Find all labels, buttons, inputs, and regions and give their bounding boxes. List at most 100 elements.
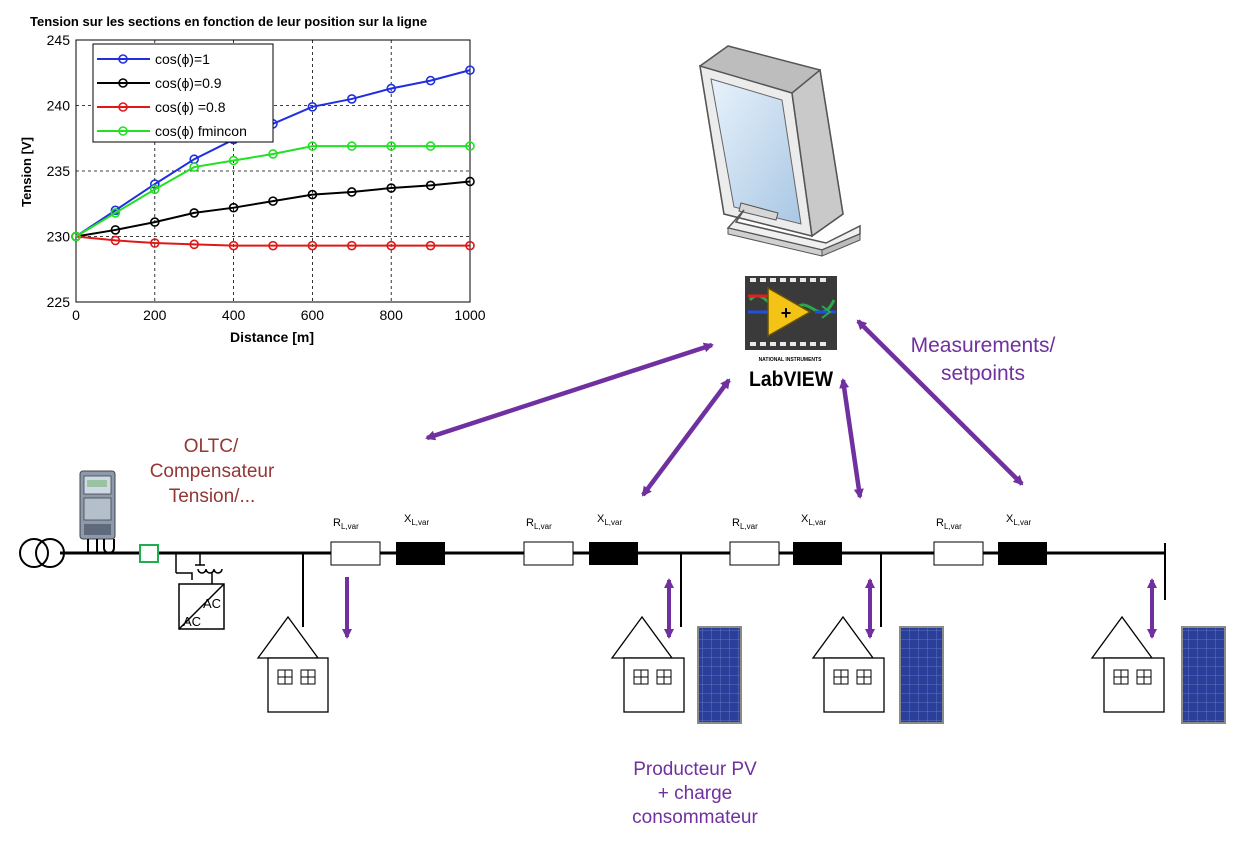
data-point: [228, 202, 239, 213]
arrow-to-node-3: [839, 378, 864, 499]
oltc-label: OLTC/ Compensateur Tension/...: [150, 436, 275, 507]
legend-label: cos(ϕ)=1: [155, 51, 210, 67]
houses: [256, 615, 1165, 713]
arrow-to-node-2: [641, 378, 731, 497]
data-point: [189, 208, 199, 218]
data-point: [346, 240, 357, 251]
data-point: [268, 149, 278, 159]
resistor-label: RL,var: [732, 517, 758, 531]
local-arrows: [342, 577, 1157, 639]
svg-text:Tension/...: Tension/...: [169, 486, 256, 507]
legend-swatch-marker: [118, 54, 128, 64]
monitor-icon: [699, 45, 861, 257]
data-point: [228, 155, 239, 166]
series-line: [75, 235, 470, 247]
labview-text: LabVIEW: [749, 368, 833, 391]
ac-bottom-label: AC: [183, 614, 201, 629]
resistor-block: [330, 541, 381, 566]
resistor-block: [933, 541, 984, 566]
reactance-block: [793, 542, 842, 565]
y-tick-label: 230: [47, 229, 71, 245]
data-point: [268, 240, 278, 251]
measurements-label: Measurements/ setpoints: [911, 334, 1056, 385]
data-point: [307, 240, 318, 251]
ac-top-label: AC: [203, 596, 221, 611]
plus-glyph: +: [781, 303, 792, 323]
svg-text:consommateur: consommateur: [632, 807, 758, 828]
svg-text:+ charge: + charge: [658, 783, 732, 804]
data-point: [465, 176, 475, 187]
data-point: [346, 141, 357, 151]
pv-panel-icon: [1181, 626, 1226, 724]
data-point: [307, 102, 318, 112]
chart-legend: cos(ϕ)=1 cos(ϕ)=0.9 cos(ϕ) =0.8 cos(ϕ) fmin…: [92, 43, 274, 143]
transformer-icon: [19, 538, 65, 568]
data-point: [386, 141, 397, 151]
legend-swatch-marker: [118, 102, 128, 112]
house-icon: [256, 615, 329, 713]
data-point: [71, 231, 81, 242]
compensator-icon: [175, 553, 225, 630]
y-tick-label: 235: [47, 163, 71, 179]
reactance-label: XL,var: [1006, 513, 1031, 527]
series-line: [75, 145, 470, 238]
data-point: [228, 240, 239, 251]
data-point: [307, 141, 318, 151]
data-point: [425, 240, 436, 251]
data-point: [465, 65, 475, 75]
resistor-label: RL,var: [333, 517, 359, 531]
reactance-block: [998, 542, 1047, 565]
data-point: [425, 180, 436, 191]
data-point: [346, 187, 357, 197]
oltc-box: [139, 544, 159, 563]
x-tick-label: 1000: [454, 307, 485, 323]
communication-arrows: [425, 319, 1024, 499]
data-point: [189, 239, 199, 250]
arrow-to-node-4: [856, 319, 1024, 486]
svg-text:Producteur PV: Producteur PV: [633, 759, 757, 780]
data-point: [465, 240, 475, 251]
legend-label: cos(ϕ) =0.8: [155, 99, 226, 115]
data-point: [386, 183, 397, 193]
pv-panels: [697, 626, 1226, 724]
reactance-label: XL,var: [597, 513, 622, 527]
resistor-label: RL,var: [526, 517, 552, 531]
legend-label: cos(ϕ) fmincon: [155, 123, 247, 139]
data-point: [307, 189, 318, 200]
meter-connection: [87, 539, 115, 554]
pv-panel-icon: [697, 626, 742, 724]
data-point: [110, 235, 121, 246]
data-point: [268, 196, 278, 206]
data-point: [150, 179, 160, 189]
voltage-chart: Tension sur les sections en fonction de …: [19, 14, 486, 345]
legend-label: cos(ϕ)=0.9: [155, 75, 222, 91]
x-tick-label: 600: [301, 307, 325, 323]
arrow-to-oltc: [425, 342, 714, 441]
house-icon: [811, 615, 885, 713]
resistor-block: [729, 541, 780, 566]
data-point: [425, 141, 436, 151]
legend-swatch-marker: [118, 126, 128, 136]
svg-text:Measurements/: Measurements/: [911, 334, 1056, 357]
svg-text:setpoints: setpoints: [941, 362, 1025, 385]
data-point: [110, 208, 121, 218]
y-tick-label: 240: [47, 98, 71, 114]
data-point: [150, 217, 160, 227]
y-axis-label: Tension [V]: [19, 137, 34, 207]
reactance-block: [589, 542, 638, 565]
reactance-block: [396, 542, 445, 565]
x-tick-label: 800: [380, 307, 404, 323]
x-tick-label: 400: [222, 307, 246, 323]
x-tick-label: 0: [72, 307, 80, 323]
reactance-label: XL,var: [404, 513, 429, 527]
legend-swatch-marker: [118, 78, 128, 88]
data-point: [189, 162, 199, 172]
labview-logo: + NATIONAL INSTRUMENTS LabVIEW: [745, 276, 837, 391]
y-tick-label: 225: [47, 294, 71, 310]
smart-meter-icon: [79, 470, 116, 540]
data-point: [465, 141, 475, 151]
data-point: [150, 238, 160, 248]
